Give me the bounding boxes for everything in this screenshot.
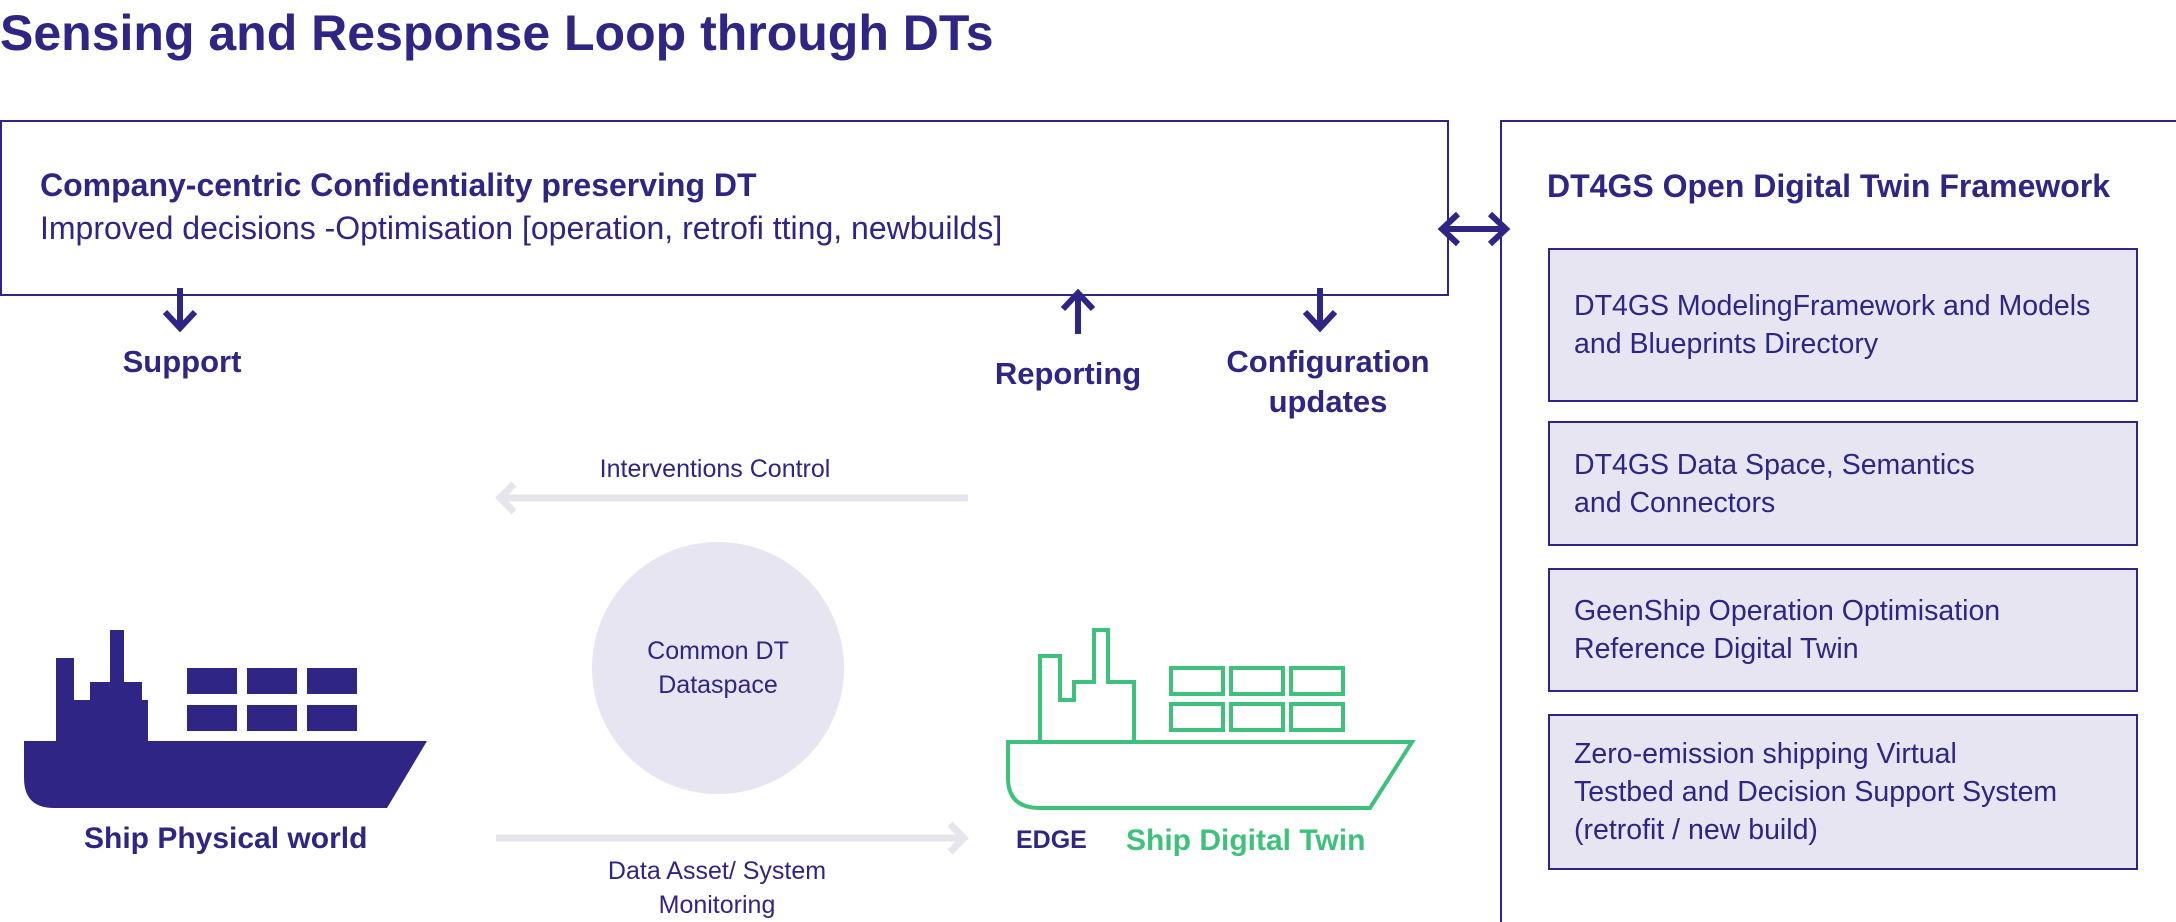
reporting-arrow-icon	[1060, 288, 1096, 334]
reporting-label: Reporting	[994, 356, 1142, 391]
edge-label: EDGE	[1016, 826, 1087, 854]
framework-item-reference-dt: GeenShip Operation Optimisation Referenc…	[1548, 568, 2138, 692]
company-dt-box: Company-centric Confidentiality preservi…	[0, 120, 1449, 296]
support-label: Support	[122, 344, 242, 379]
data-asset-label: Data Asset/ System Monitoring	[607, 857, 827, 919]
framework-item-modeling: DT4GS ModelingFramework and Models and B…	[1548, 248, 2138, 402]
support-arrow-icon	[162, 288, 198, 333]
common-dt-circle	[592, 542, 844, 794]
physical-ship-icon	[24, 630, 427, 808]
interventions-arrow-icon	[495, 481, 968, 515]
ship-physical-label: Ship Physical world	[84, 822, 368, 855]
company-dt-subtitle: Improved decisions -Optimisation [operat…	[40, 210, 1003, 246]
data-asset-arrow-icon	[496, 821, 969, 855]
ship-digital-twin-label: Ship Digital Twin	[1126, 824, 1366, 857]
page-title: Sensing and Response Loop through DTs	[0, 5, 994, 61]
configuration-label: Configuration updates	[1226, 344, 1430, 419]
interventions-label: Interventions Control	[599, 455, 831, 483]
bidirectional-arrow-icon	[1437, 211, 1511, 247]
framework-item-dataspace: DT4GS Data Space, Semantics and Connecto…	[1548, 421, 2138, 546]
configuration-arrow-icon	[1302, 288, 1338, 333]
framework-box: DT4GS Open Digital Twin Framework DT4GS …	[1500, 120, 2176, 922]
framework-title: DT4GS Open Digital Twin Framework	[1547, 168, 2111, 204]
framework-item-virtual-testbed: Zero-emission shipping Virtual Testbed a…	[1548, 714, 2138, 870]
digital-ship-icon	[1006, 628, 1416, 810]
common-dt-label: Common DT Dataspace	[647, 637, 789, 699]
company-dt-title: Company-centric Confidentiality preservi…	[40, 167, 757, 203]
